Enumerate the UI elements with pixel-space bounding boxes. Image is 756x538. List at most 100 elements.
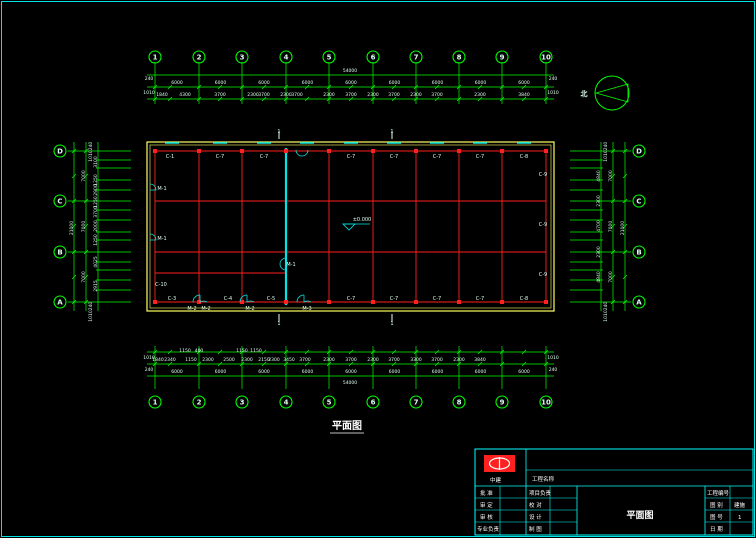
dim-line (239, 84, 245, 90)
section-mark: 1 (277, 129, 280, 135)
dim-line (391, 96, 397, 102)
dim-line (391, 361, 397, 367)
dim-top-detail: 2300 (410, 92, 422, 98)
dim-right-detail: 2300 (596, 246, 602, 258)
elevation-text: ±0.000 (353, 217, 372, 223)
dim-line (83, 249, 89, 255)
window-label-bottom: C-8 (520, 296, 528, 302)
dim-line (239, 96, 245, 102)
dim-line (543, 96, 549, 102)
dim-line (622, 274, 628, 280)
grid-row-C-right: C (636, 198, 641, 206)
dim-left-detail: 1250 (93, 196, 99, 208)
window-label-left: C-10 (155, 282, 167, 288)
column-mark (500, 149, 504, 153)
dim-right-edge: 1010 (603, 310, 609, 322)
dim-bottom-detail: 3450 (283, 357, 295, 363)
dim-line (71, 173, 77, 179)
grid-col-2-top-circle (192, 50, 206, 64)
dim-line (348, 84, 354, 90)
dim-left-detail: 2000 (93, 220, 99, 232)
column-mark (197, 300, 201, 304)
column-mark (414, 300, 418, 304)
door-label-left: M-1 (157, 236, 166, 242)
grid-col-1-top: 1 (153, 54, 158, 62)
dim-right-detail: 4840 (596, 271, 602, 283)
column-mark (327, 300, 331, 304)
dim-top-detail: 2300 (323, 92, 335, 98)
dim-line (622, 173, 628, 179)
dim-bottom-span: 6000 (389, 369, 401, 375)
column-mark (284, 149, 288, 153)
drafting-label: 制 图 (529, 525, 542, 533)
grid-row-D-left-circle (53, 144, 67, 158)
dim-bottom-detail: 2300 (202, 357, 214, 363)
door-swing-top (295, 149, 309, 157)
grid-col-10-top: 10 (541, 54, 551, 62)
dim-line (83, 223, 89, 229)
dim-line (304, 361, 310, 367)
window-label-top: C-7 (347, 154, 355, 160)
dim-top-detail: 3840 (518, 92, 530, 98)
window-label-bottom: C-3 (168, 296, 176, 302)
column-mark (327, 149, 331, 153)
dim-right-edge: 1010 (603, 150, 609, 162)
grid-col-2-bottom: 2 (197, 399, 202, 407)
dimension-lines (68, 62, 631, 389)
dim-line (521, 349, 527, 355)
dim-bottom-detail: 2500 (223, 357, 235, 363)
dim-line (217, 84, 223, 90)
dim-bottom-span: 6000 (215, 369, 227, 375)
dim-line (370, 84, 376, 90)
dim-bottom-span: 6000 (258, 369, 270, 375)
grid-col-6-top: 6 (371, 54, 376, 62)
grid-col-10-bottom-circle (539, 395, 553, 409)
dim-line (217, 361, 223, 367)
grid-col-6-top-circle (366, 50, 380, 64)
dim-line (283, 349, 289, 355)
dim-top-detail: 2300 (247, 92, 259, 98)
dim-bottom-span: 6000 (345, 369, 357, 375)
dim-line (543, 84, 549, 90)
north-label: 北 (581, 89, 588, 98)
dim-line (71, 198, 77, 204)
grid-col-2-top: 2 (197, 54, 202, 62)
grid-col-5-bottom-circle (322, 395, 336, 409)
company-logo: 中建 (484, 455, 515, 484)
grid-col-10-top-circle (539, 50, 553, 64)
window-label-bottom: C-4 (224, 296, 232, 302)
dim-line (152, 84, 158, 90)
dim-line (370, 349, 376, 355)
column-mark (500, 300, 504, 304)
project-name-label: 工程名称 (532, 475, 555, 483)
dim-line (304, 96, 310, 102)
window-label-bottom: C-7 (390, 296, 398, 302)
dim-top-span: 6000 (258, 80, 270, 86)
dim-right-detail: 4840 (596, 170, 602, 182)
dim-bottom-detail: 3700 (431, 357, 443, 363)
window-label-top: C-7 (216, 154, 224, 160)
dim-top-detail: 3700 (431, 92, 443, 98)
grid-col-7-top-circle (409, 50, 423, 64)
dim-top-detail: 3700 (258, 92, 270, 98)
grid-col-4-top: 4 (284, 54, 289, 62)
dim-line (610, 274, 616, 280)
dim-left-span: 7000 (81, 271, 87, 283)
logo-caption: 中建 (490, 476, 502, 484)
dim-bottom-detail: 2300 (453, 357, 465, 363)
grid-col-3-bottom-circle (235, 395, 249, 409)
dim-line (71, 274, 77, 280)
grid-row-B-left-circle (53, 245, 67, 259)
dim-line (261, 361, 267, 367)
column-mark (371, 300, 375, 304)
date-label: 日 期 (710, 526, 723, 533)
dim-left-total: 21000 (69, 221, 75, 235)
dim-left-detail: 3700 (93, 206, 99, 218)
window-label-bottom: C-7 (433, 296, 441, 302)
door-label-bottom: M-3 (302, 306, 311, 312)
category-label: 图 别 (710, 501, 723, 509)
dim-line (196, 96, 202, 102)
dim-right-detail: 2300 (596, 195, 602, 207)
window-label-bottom: C-7 (347, 296, 355, 302)
dim-line (83, 299, 89, 305)
